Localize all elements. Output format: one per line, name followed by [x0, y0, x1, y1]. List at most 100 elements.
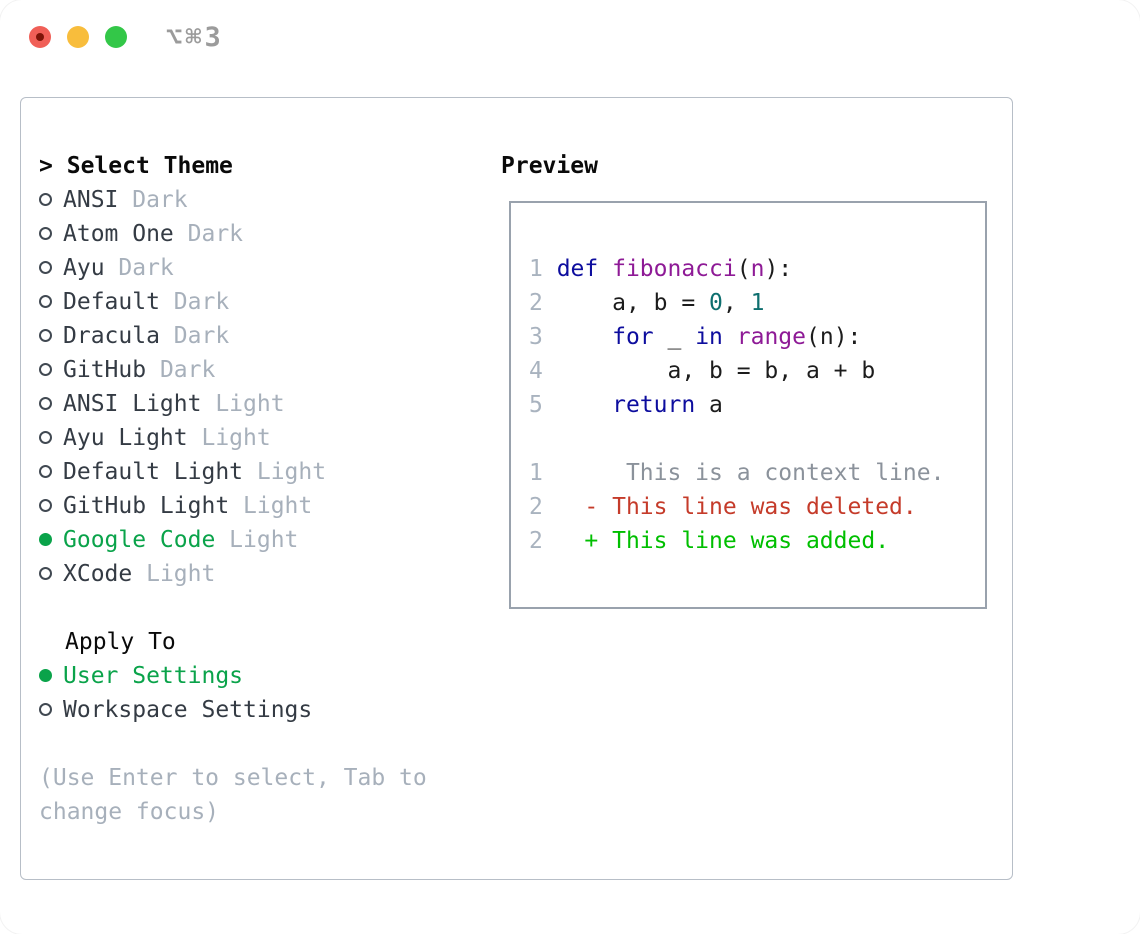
token-plain: ): [764, 256, 793, 282]
radio-selected-icon [39, 669, 52, 682]
select-theme-title: Select Theme [66, 153, 233, 179]
theme-name: Ayu [63, 255, 105, 281]
theme-name: Ayu Light [63, 425, 188, 451]
radio-icon [39, 193, 52, 206]
theme-variant-tag: Dark [132, 187, 188, 213]
line-number: 3 [529, 324, 557, 350]
theme-variant-tag: Light [201, 425, 271, 451]
theme-name: ANSI Light [63, 391, 202, 417]
theme-variant-tag: Light [229, 527, 299, 553]
apply-option-user-settings[interactable]: User Settings [39, 659, 471, 693]
token-type: n [750, 256, 765, 282]
diff-line: 2 + This line was added. [529, 524, 944, 558]
window-title: ⌥⌘3 [166, 22, 224, 53]
theme-name: Atom One [63, 221, 174, 247]
token-added: + This line was added. [556, 528, 890, 554]
spacer [39, 591, 471, 625]
token-type: range [736, 324, 806, 350]
diff-line: 2 - This line was deleted. [529, 490, 944, 524]
theme-variant-tag: Dark [187, 221, 244, 247]
diff-preview: 1 This is a context line.2 - This line w… [529, 456, 944, 558]
theme-option-dracula-dark[interactable]: Dracula Dark [39, 319, 471, 353]
apply-to-header: Apply To [65, 629, 176, 655]
token-plain: (n): [806, 324, 862, 350]
theme-option-github-dark[interactable]: GitHub Dark [39, 353, 471, 387]
line-number: 4 [529, 358, 557, 384]
theme-variant-tag: Light [146, 561, 216, 587]
apply-option-workspace-settings[interactable]: Workspace Settings [39, 693, 471, 727]
theme-variant-tag: Light [243, 493, 313, 519]
theme-option-ayu-dark[interactable]: Ayu Dark [39, 251, 471, 285]
theme-name: GitHub [63, 357, 147, 383]
theme-variant-tag: Dark [118, 255, 174, 281]
code-line: 5 return a [529, 388, 875, 422]
radio-icon [39, 397, 52, 410]
line-number: 5 [529, 392, 557, 418]
select-theme-header: > Select Theme [39, 149, 471, 183]
minimize-button[interactable] [67, 26, 89, 48]
spacer [39, 727, 471, 761]
radio-icon [39, 329, 52, 342]
zoom-button[interactable] [105, 26, 127, 48]
theme-option-google-code-light[interactable]: Google Code Light [39, 523, 471, 557]
theme-option-ansi-dark[interactable]: ANSI Dark [39, 183, 471, 217]
theme-variant-tag: Dark [173, 323, 230, 349]
theme-name: XCode [63, 561, 133, 587]
theme-name: Dracula [63, 323, 160, 349]
token-plain: a [695, 392, 723, 418]
token-literal: 0 [709, 290, 723, 316]
line-number: 2 [529, 528, 557, 554]
line-number: 2 [529, 494, 557, 520]
token-deleted: - This line was deleted. [556, 494, 917, 520]
apply-name: Workspace Settings [63, 697, 313, 723]
token-type: fibonacci [612, 256, 737, 282]
token-plain [557, 392, 612, 418]
token-keyword: for [612, 324, 654, 350]
diff-line: 1 This is a context line. [529, 456, 944, 490]
theme-variant-tag: Light [256, 459, 327, 485]
theme-name: GitHub Light [63, 493, 230, 519]
line-number: 1 [529, 256, 557, 282]
token-plain: _ [653, 324, 696, 350]
theme-option-ayu-light-light[interactable]: Ayu Light Light [39, 421, 471, 455]
radio-icon [39, 363, 52, 376]
focus-prompt-icon: > [39, 153, 53, 179]
theme-name: ANSI [63, 187, 119, 213]
token-plain: a, b = b, a + b [556, 358, 876, 384]
token-keyword: in [695, 324, 723, 350]
theme-variant-tag: Dark [173, 289, 230, 315]
preview-title: Preview [501, 153, 598, 179]
token-plain: ( [736, 256, 751, 282]
code-line: 1 def fibonacci(n): [529, 252, 875, 286]
line-number: 2 [529, 290, 557, 316]
token-keyword: def [556, 256, 613, 282]
theme-option-atom-one-dark[interactable]: Atom One Dark [39, 217, 471, 251]
code-line: 3 for _ in range(n): [529, 320, 875, 354]
close-button[interactable] [29, 26, 51, 48]
token-literal: 1 [750, 290, 765, 316]
apply-name: User Settings [63, 663, 244, 689]
theme-variant-tag: Dark [159, 357, 216, 383]
radio-icon [39, 567, 52, 580]
radio-icon [39, 227, 52, 240]
theme-name: Google Code [63, 527, 216, 553]
token-plain: , [722, 290, 751, 316]
theme-option-xcode-light[interactable]: XCode Light [39, 557, 471, 591]
radio-selected-icon [39, 533, 52, 546]
code-line: 4 a, b = b, a + b [529, 354, 875, 388]
radio-icon [39, 465, 52, 478]
token-plain [557, 324, 612, 350]
radio-icon [39, 703, 52, 716]
token-keyword: return [612, 392, 696, 418]
theme-option-github-light-light[interactable]: GitHub Light Light [39, 489, 471, 523]
token-plain [723, 324, 737, 350]
